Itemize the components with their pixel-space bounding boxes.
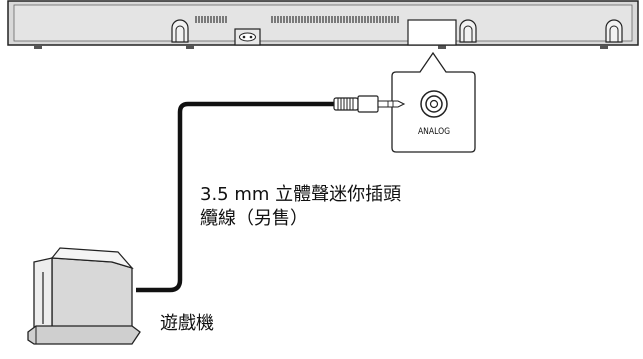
analog-jack-label: ANALOG: [418, 127, 450, 137]
vent-slots: [195, 16, 399, 23]
jack-area-marker: [407, 19, 457, 46]
game-console-icon: [27, 247, 141, 345]
mount-hole-left-icon: [171, 19, 189, 43]
mount-hole-center-icon: [459, 19, 477, 43]
analog-jack-icon: [420, 90, 448, 118]
power-inlet-icon: [234, 28, 261, 46]
mount-hole-right-icon: [605, 19, 623, 43]
audio-cable: [136, 101, 336, 293]
cable-label-line-1: 3.5 mm 立體聲迷你插頭: [200, 184, 402, 205]
soundbar-rear-panel: [7, 0, 639, 49]
mini-plug: [333, 95, 406, 113]
cable-label: 3.5 mm 立體聲迷你插頭 纜線（另售）: [200, 183, 401, 231]
cable-label-line-2: 纜線（另售）: [200, 208, 308, 229]
device-label: 遊戲機: [160, 313, 214, 334]
